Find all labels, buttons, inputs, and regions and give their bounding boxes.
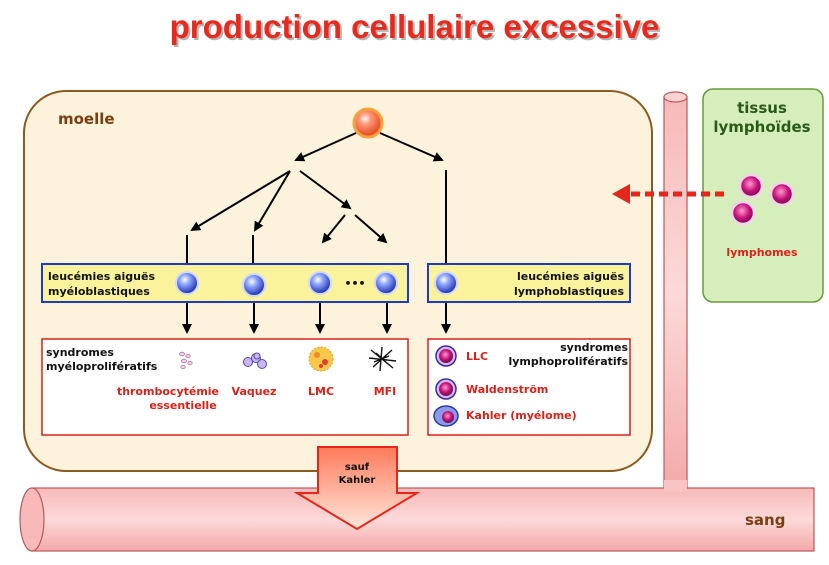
- myeloblast-cells: [175, 271, 398, 297]
- waldenstrom-cell: [435, 378, 457, 400]
- page-title: production cellulaire excessive: [169, 8, 660, 45]
- blood-vessel: [19, 480, 815, 552]
- llc-cell: [435, 345, 457, 367]
- myeloproliferative-box: [41, 338, 409, 436]
- plasma-cell: [433, 405, 459, 427]
- red-cells-icon: [243, 352, 267, 369]
- lympho-item-3: Kahler (myélome): [466, 409, 577, 422]
- lymphoma-cells: [730, 173, 795, 226]
- lymphoma-label: lymphomes: [726, 246, 798, 259]
- myelo-item-2: Vaquez: [232, 385, 277, 398]
- vertical-vessel: [663, 91, 688, 491]
- blood-label: sang: [745, 511, 785, 529]
- bloodstream-arrow: [293, 446, 421, 531]
- myelo-item-4: MFI: [374, 385, 397, 398]
- arrow-label-2: Kahler: [339, 475, 376, 486]
- lymphoma-arrow: [612, 184, 724, 204]
- lymphoid-tissue-label-2: lymphoïdes: [713, 118, 810, 136]
- lineage-arrows: [182, 132, 451, 334]
- myeloid-acute-label-1: leucémies aiguës: [48, 270, 155, 283]
- myelo-item-1-line1: thrombocytémie: [117, 385, 219, 398]
- myeloid-acute-label-2: myéloblastiques: [48, 285, 150, 298]
- platelets-icon: [179, 351, 193, 369]
- myeloid-acute-band: [41, 263, 409, 303]
- arrow-label-1: sauf: [345, 462, 370, 473]
- lymphoid-acute-label-1: leucémies aiguës: [517, 270, 624, 283]
- lymphoproliferative-title-2: lymphoprolifératifs: [508, 355, 628, 368]
- lympho-item-1: LLC: [466, 350, 488, 363]
- myelo-item-3: LMC: [308, 385, 334, 398]
- myeloproliferative-title-1: syndromes: [46, 346, 114, 359]
- lymphoproliferative-title-1: syndromes: [560, 341, 628, 354]
- lymphoblast-cell: [434, 271, 458, 295]
- myeloid-ellipsis: •••: [344, 277, 365, 290]
- lymphoid-acute-band: [427, 263, 631, 303]
- lymphoproliferative-box: [427, 338, 631, 436]
- myeloproliferative-title-2: myéloprolifératifs: [46, 360, 158, 373]
- granulocytes-icon: [308, 346, 334, 372]
- lympho-item-2: Waldenström: [466, 383, 548, 396]
- marrow-label: moelle: [58, 110, 115, 128]
- lymphoid-tissue-label-1: tissus: [737, 99, 787, 117]
- fibrosis-icon: [368, 346, 397, 372]
- lymphoid-acute-label-2: lymphoblastiques: [514, 285, 624, 298]
- stem-cell: [352, 107, 384, 139]
- myelo-item-1-line2: essentielle: [149, 399, 216, 412]
